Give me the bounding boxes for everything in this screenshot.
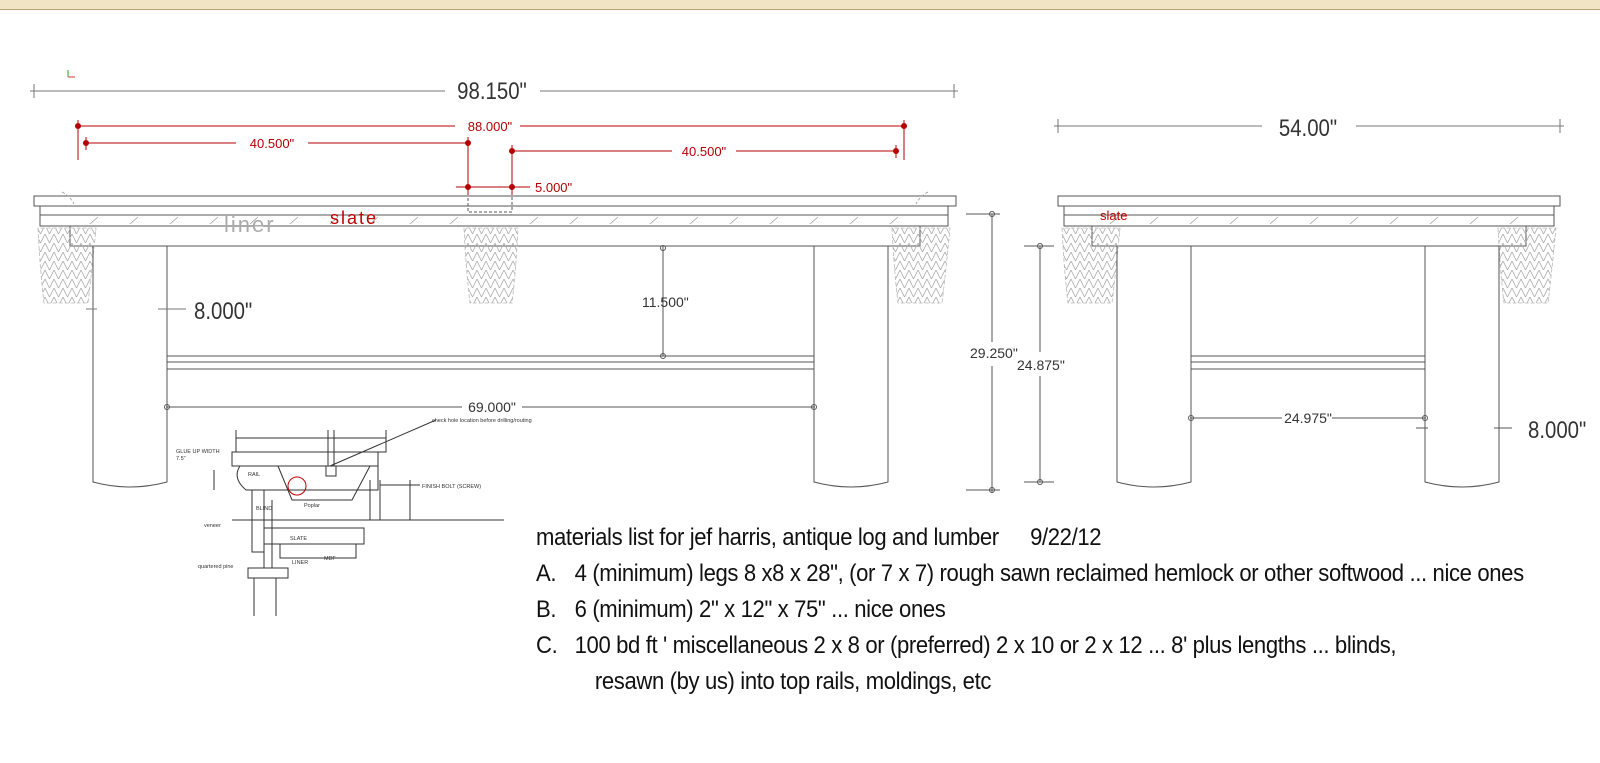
materials-item-c: C. 100 bd ft ' miscellaneous 2 x 8 or (pr… <box>536 628 1524 664</box>
dim-apron <box>660 245 666 359</box>
detail-blind: BLIND <box>256 506 272 512</box>
dim-end-stretcher-text: 24.975" <box>1284 410 1332 426</box>
detail-mdf: MDF <box>324 556 337 562</box>
dim-leg-right-text: 8.000" <box>1528 416 1586 443</box>
liner-label: liner <box>224 212 276 237</box>
item-text: 6 (minimum) 2" x 12" x 75" ... nice ones <box>574 596 946 623</box>
dim-end-stretcher <box>1188 415 1512 429</box>
detail-slate: SLATE <box>290 536 307 542</box>
detail-glue-val: 7.5" <box>176 456 186 462</box>
detail-glue: GLUE UP WIDTH <box>176 449 220 455</box>
side-stretcher <box>167 355 814 370</box>
side-legs <box>92 246 889 488</box>
dim-half-right-text: 40.500" <box>682 144 727 159</box>
dim-leg-left-text: 8.000" <box>194 297 252 324</box>
dim-heights <box>966 211 1054 493</box>
slate-label-side: slate <box>330 208 378 228</box>
rail-detail-labels: check hole location before drilling/rout… <box>176 418 532 570</box>
dim-stretcher <box>164 404 817 410</box>
materials-title: materials list for jef harris, antique l… <box>536 524 999 551</box>
dim-overall <box>30 84 958 98</box>
materials-title-row: materials list for jef harris, antique l… <box>536 520 1524 556</box>
detail-veneer: veneer <box>204 523 221 529</box>
materials-list: materials list for jef harris, antique l… <box>536 520 1524 700</box>
pocket-nets-end <box>1061 227 1557 304</box>
dim-half-left <box>83 137 471 195</box>
dim-apron-text: 11.500" <box>642 294 689 310</box>
dim-rail <box>75 120 907 160</box>
item-text: 100 bd ft ' miscellaneous 2 x 8 or (pref… <box>574 632 1397 659</box>
item-letter: C. <box>536 632 558 659</box>
materials-item-a: A. 4 (minimum) legs 8 x8 x 28", (or 7 x 7… <box>536 556 1524 592</box>
item-letter: A. <box>536 560 557 587</box>
detail-rail: RAIL <box>248 472 260 478</box>
end-legs <box>1116 246 1500 488</box>
dim-stretcher-text: 69.000" <box>468 399 516 415</box>
dim-half-left-text: 40.500" <box>250 136 295 151</box>
dim-gap <box>456 184 530 190</box>
materials-date: 9/22/12 <box>1030 524 1102 551</box>
detail-finish: FINISH BOLT (SCREW) <box>422 484 481 490</box>
dim-gap-text: 5.000" <box>535 180 573 195</box>
materials-continuation: resawn (by us) into top rails, moldings,… <box>594 668 992 695</box>
detail-note: check hole location before drilling/rout… <box>432 418 532 424</box>
end-rail-assembly <box>1057 195 1561 247</box>
item-text: 4 (minimum) legs 8 x8 x 28", (or 7 x 7) … <box>574 560 1524 587</box>
dim-overall-text: 98.150" <box>457 77 527 104</box>
dim-end-width <box>1054 119 1564 133</box>
ucs-icon <box>67 70 75 78</box>
materials-item-b: B. 6 (minimum) 2" x 12" x 75" ... nice on… <box>536 592 1524 628</box>
rail-detail-section <box>213 419 504 616</box>
item-letter: B. <box>536 596 557 623</box>
dim-rail-text: 88.000" <box>468 119 513 134</box>
dim-total-height-text: 29.250" <box>970 345 1018 361</box>
detail-quartered: quartered pine <box>198 564 233 570</box>
dim-leg-height-text: 24.875" <box>1017 357 1065 373</box>
slate-label-end: slate <box>1100 208 1127 223</box>
detail-liner: LINER <box>292 560 308 566</box>
detail-poplar: Poplar <box>304 503 320 509</box>
pocket-nets-side <box>37 191 951 304</box>
dim-half-right <box>509 145 899 195</box>
dim-end-width-text: 54.00" <box>1279 114 1337 141</box>
top-ruler[interactable] <box>0 0 1600 10</box>
